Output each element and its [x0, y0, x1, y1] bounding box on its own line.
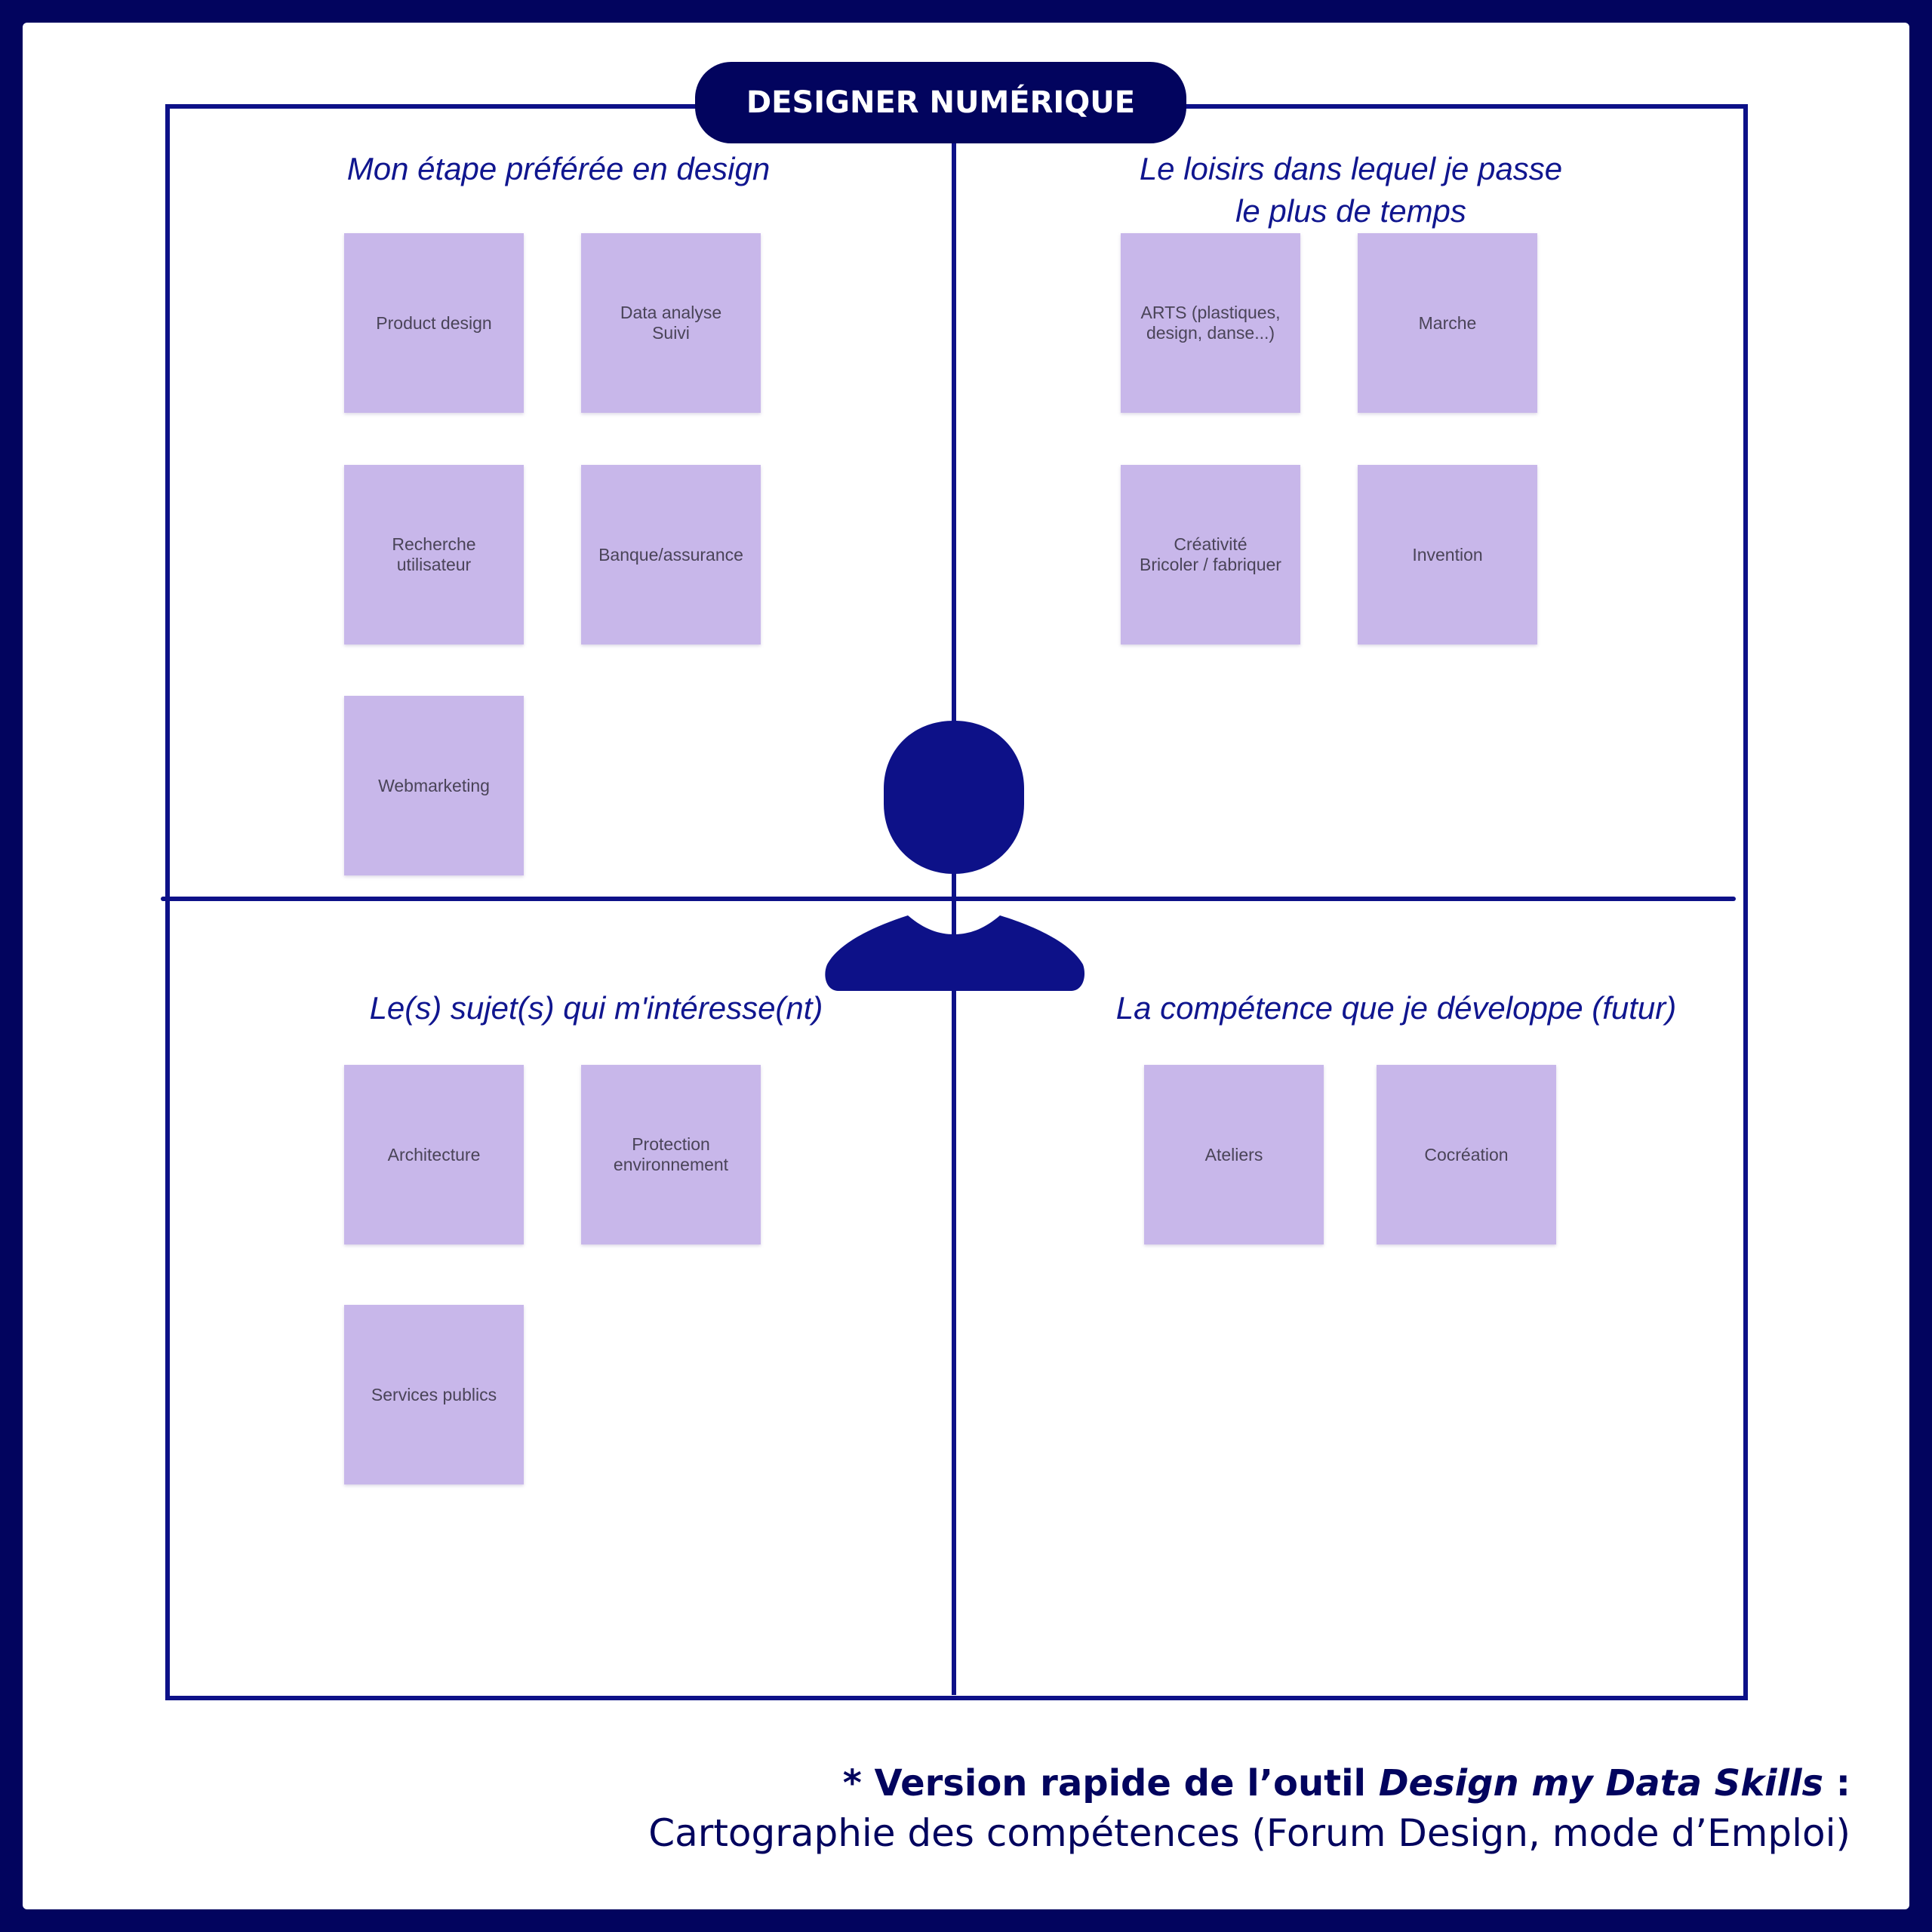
person-shoulders — [825, 915, 1085, 991]
page-title: DESIGNER NUMÉRIQUE — [695, 62, 1186, 143]
sticky-note[interactable]: Créativité Bricoler / fabriquer — [1121, 465, 1300, 645]
quadrant-title-bottom-right: La compétence que je développe (futur) — [1115, 990, 1677, 1026]
sticky-note[interactable]: Product design — [344, 233, 524, 413]
sticky-note[interactable]: Cocréation — [1377, 1065, 1556, 1244]
person-head — [884, 721, 1024, 874]
quadrant-title-top-left: Mon étape préférée en design — [346, 151, 771, 186]
caption-title-suffix: : — [1823, 1762, 1850, 1804]
sticky-note[interactable]: Data analyse Suivi — [581, 233, 761, 413]
sticky-note[interactable]: Recherche utilisateur — [344, 465, 524, 645]
sticky-note[interactable]: ARTS (plastiques, design, danse...) — [1121, 233, 1300, 413]
horizontal-divider — [161, 897, 1736, 901]
sticky-note[interactable]: Webmarketing — [344, 696, 524, 875]
sticky-note[interactable]: Marche — [1358, 233, 1537, 413]
sticky-note[interactable]: Protection environnement — [581, 1065, 761, 1244]
caption-subtitle: Cartographie des compétences (Forum Desi… — [648, 1811, 1850, 1855]
quadrant-title-top-right: Le loisirs dans lequel je passe le plus … — [1139, 151, 1563, 229]
quadrant-title-bottom-left: Le(s) sujet(s) qui m'intéresse(nt) — [369, 990, 823, 1026]
vertical-divider-neck — [952, 874, 956, 934]
sticky-note[interactable]: Ateliers — [1144, 1065, 1324, 1244]
person-icon — [825, 721, 1085, 991]
sticky-note[interactable]: Banque/assurance — [581, 465, 761, 645]
sticky-note[interactable]: Architecture — [344, 1065, 524, 1244]
sticky-note[interactable]: Invention — [1358, 465, 1537, 645]
caption-title: * Version rapide de l’outil Design my Da… — [843, 1762, 1850, 1804]
caption-title-emphasis: Design my Data Skills — [1378, 1762, 1824, 1804]
caption-title-prefix: * Version rapide de l’outil — [842, 1762, 1379, 1804]
sticky-note[interactable]: Services publics — [344, 1305, 524, 1484]
